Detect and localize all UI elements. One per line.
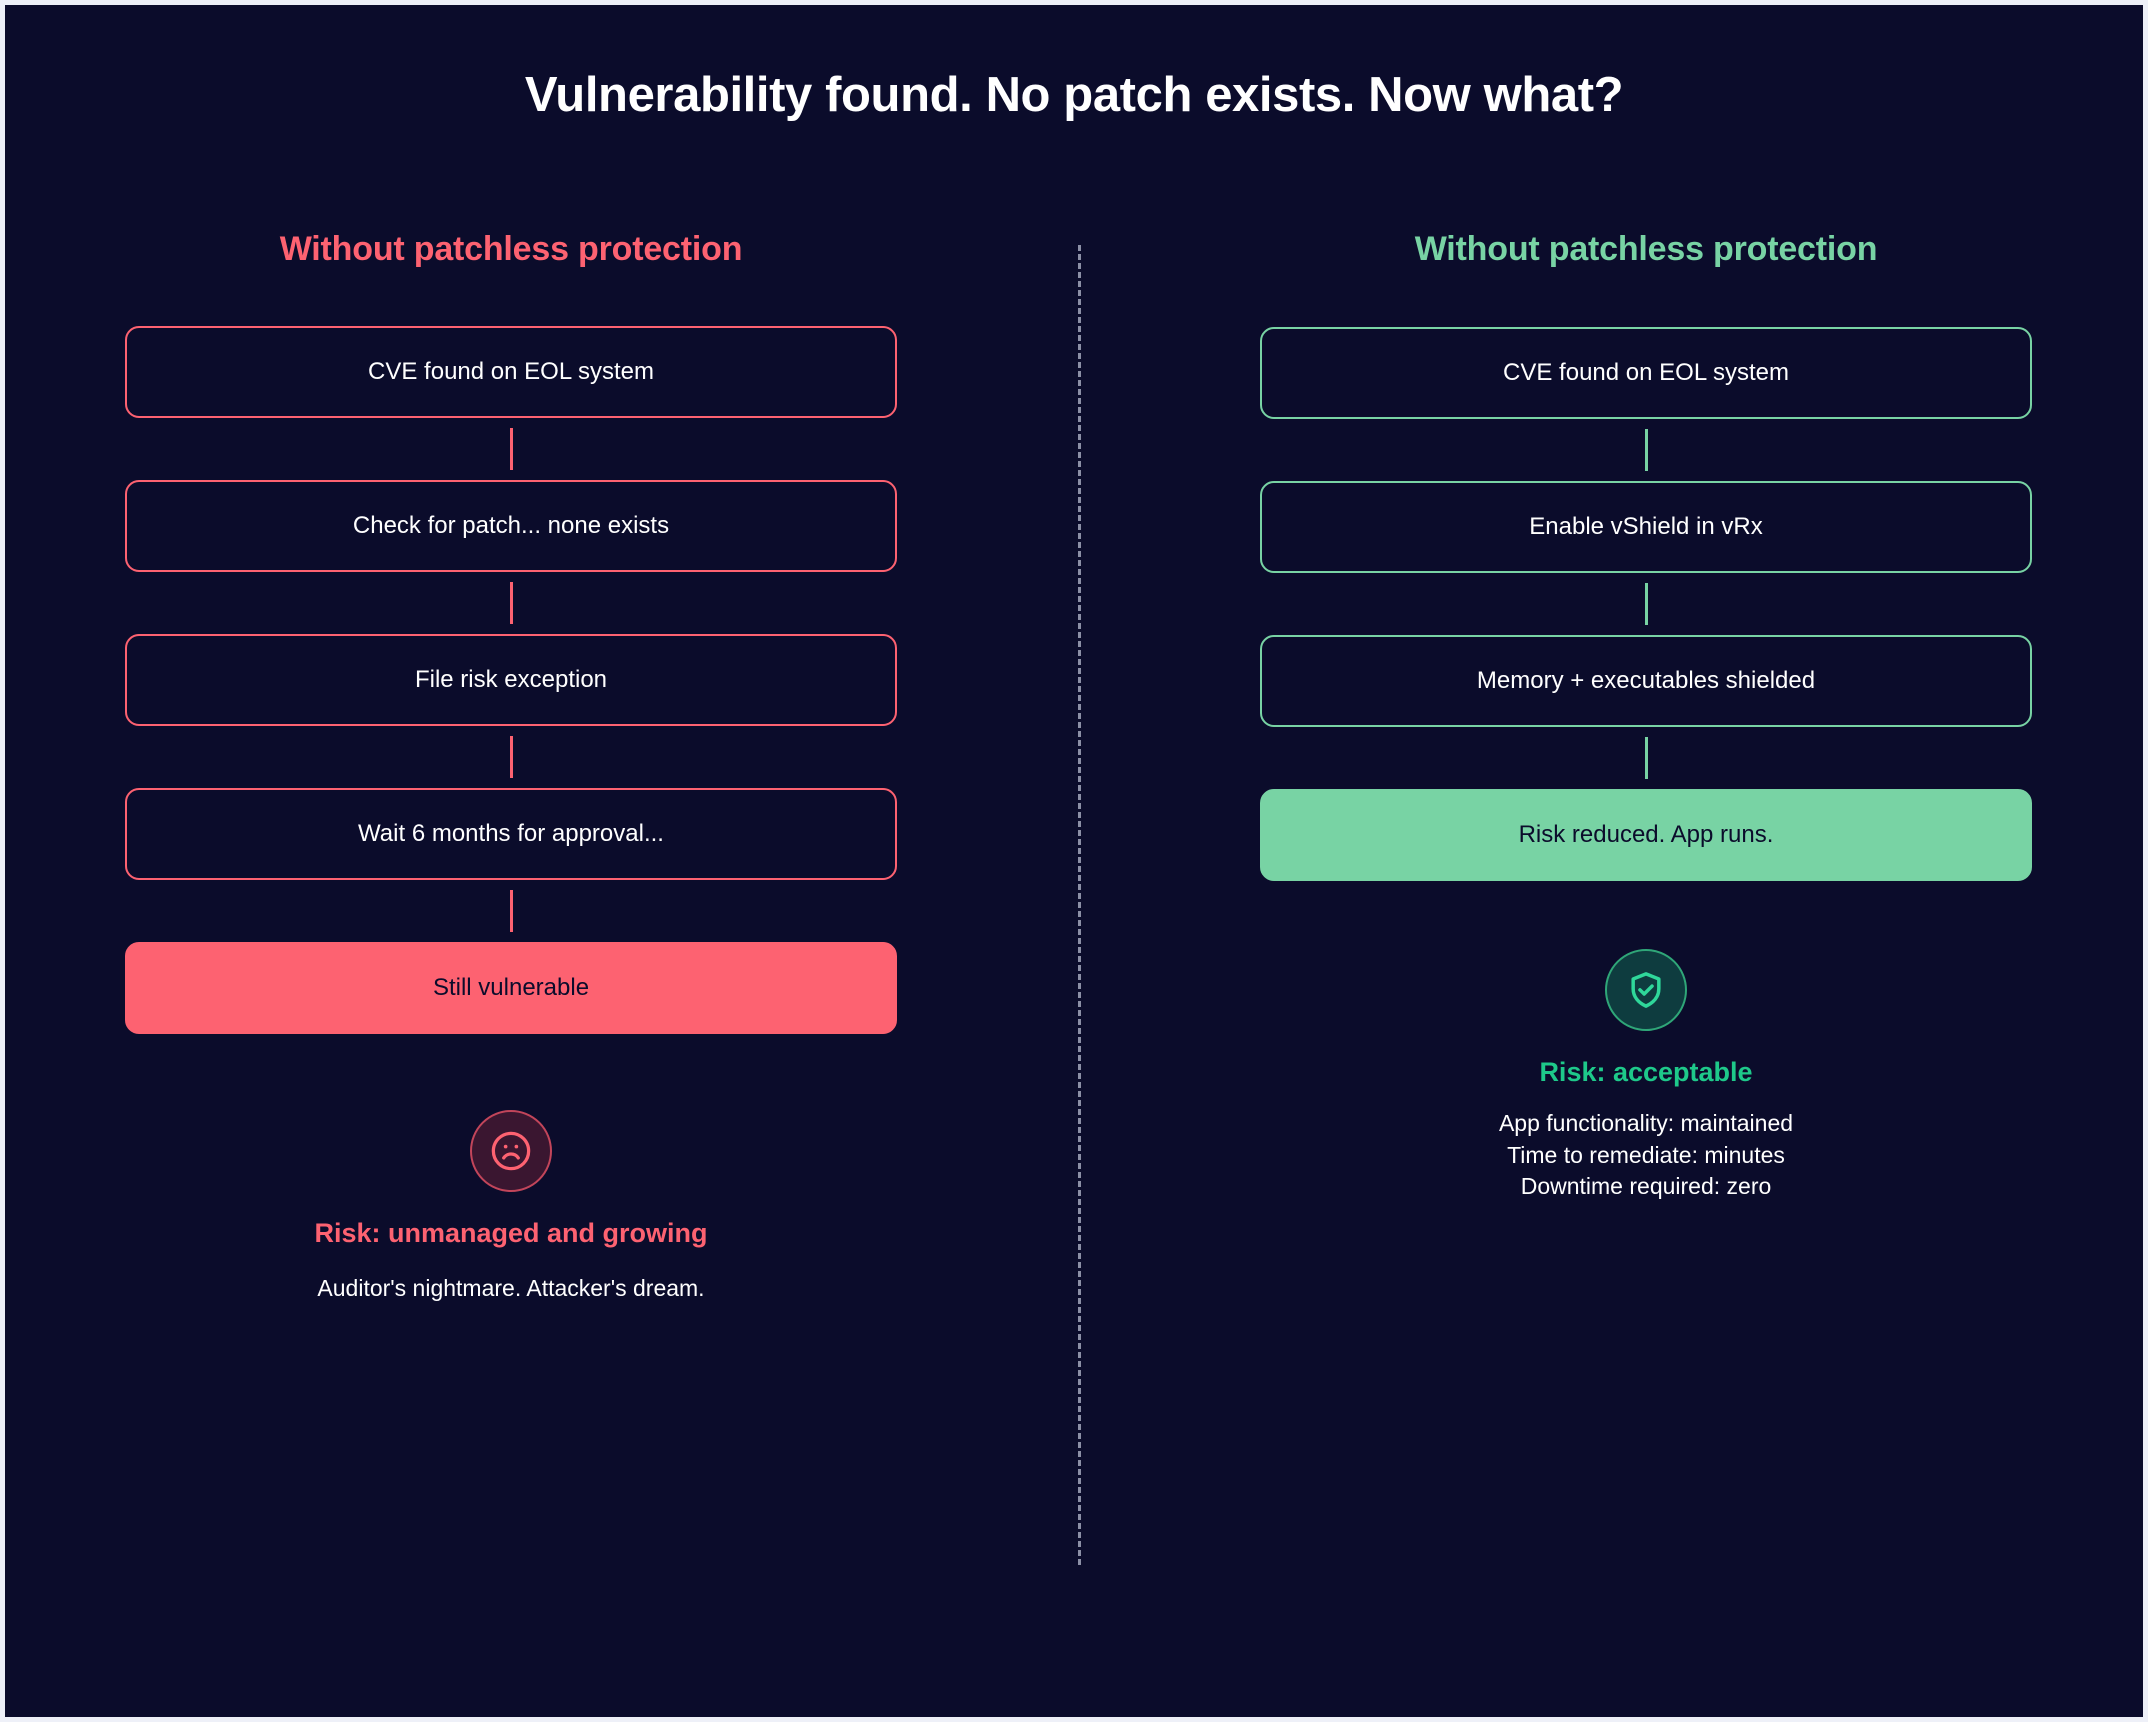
column-with-protection: Without patchless protection CVE found o… — [1260, 230, 2032, 1203]
flow-outcome-box[interactable]: Still vulnerable — [125, 942, 897, 1034]
flow-connector — [1260, 419, 2032, 481]
flow-step-box[interactable]: CVE found on EOL system — [1260, 327, 2032, 419]
flow-connector — [125, 418, 897, 480]
risk-label-right: Risk: acceptable — [1539, 1057, 1753, 1087]
risk-label-left: Risk: unmanaged and growing — [314, 1218, 708, 1248]
flow-outcome-box[interactable]: Risk reduced. App runs. — [1260, 789, 2032, 881]
flow-step-box[interactable]: Enable vShield in vRx — [1260, 481, 2032, 573]
flow-step-box[interactable]: CVE found on EOL system — [125, 326, 897, 418]
column-right-heading: Without patchless protection — [1414, 230, 1878, 268]
sad-face-icon — [470, 1110, 552, 1192]
summary-right: Risk: acceptable App functionality: main… — [1260, 949, 2032, 1203]
flow-step-box[interactable]: File risk exception — [125, 634, 897, 726]
flow-step-box[interactable]: Check for patch... none exists — [125, 480, 897, 572]
summary-note-left: Auditor's nightmare. Attacker's dream. — [317, 1275, 705, 1301]
summary-details-right: App functionality: maintained Time to re… — [1260, 1108, 2032, 1203]
flow-connector — [125, 726, 897, 788]
flow-step-box[interactable]: Memory + executables shielded — [1260, 635, 2032, 727]
summary-detail-line: Downtime required: zero — [1520, 1173, 1772, 1200]
flow-right: CVE found on EOL system Enable vShield i… — [1260, 327, 2032, 881]
flow-connector — [125, 572, 897, 634]
comparison-infographic: Vulnerability found. No patch exists. No… — [5, 5, 2143, 1717]
flow-step-box[interactable]: Wait 6 months for approval... — [125, 788, 897, 880]
flow-connector — [125, 880, 897, 942]
vertical-dashed-divider — [1078, 245, 1081, 1565]
flow-connector — [1260, 573, 2032, 635]
shield-check-icon — [1605, 949, 1687, 1031]
flow-left: CVE found on EOL system Check for patch.… — [125, 326, 897, 1034]
summary-detail-line: App functionality: maintained — [1498, 1110, 1794, 1136]
column-left-heading: Without patchless protection — [279, 230, 743, 268]
column-without-protection: Without patchless protection CVE found o… — [125, 230, 897, 1302]
summary-detail-line: Time to remediate: minutes — [1507, 1141, 1785, 1168]
flow-connector — [1260, 727, 2032, 789]
page-title: Vulnerability found. No patch exists. No… — [524, 68, 1624, 122]
summary-left: Risk: unmanaged and growing Auditor's ni… — [125, 1110, 897, 1302]
